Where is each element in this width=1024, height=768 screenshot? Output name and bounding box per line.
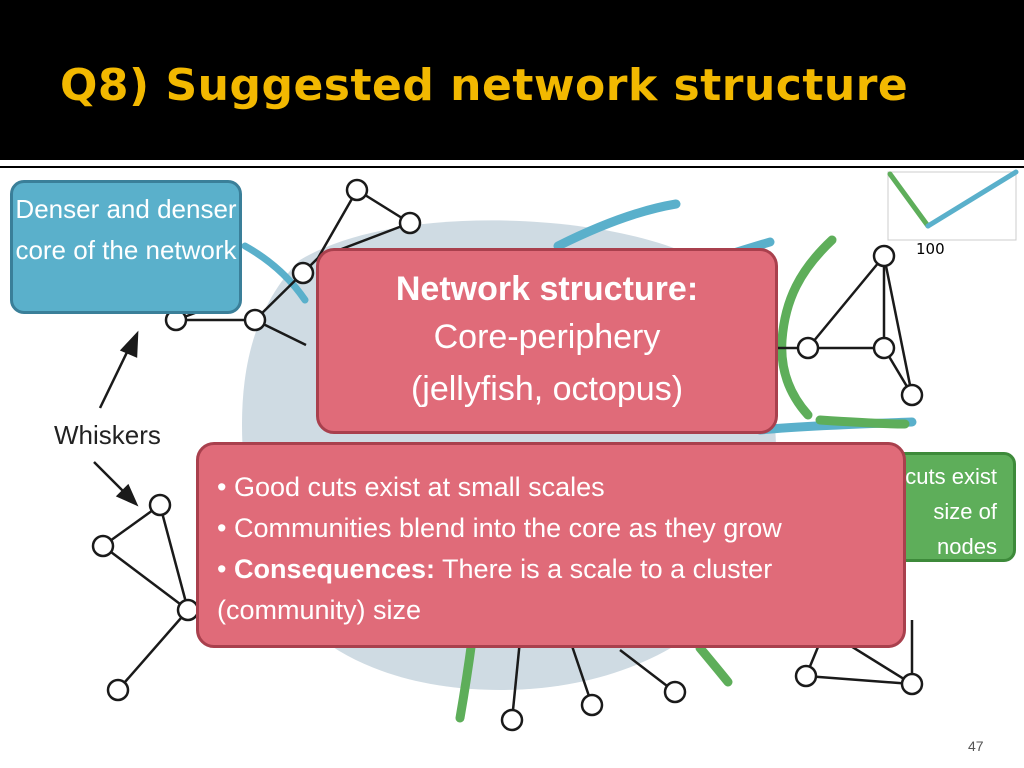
node — [91, 534, 115, 558]
finding-bullet-2: • Communities blend into the core as the… — [217, 513, 782, 543]
blue-stroke-1 — [553, 199, 681, 251]
node — [872, 244, 896, 268]
findings-box: • Good cuts exist at small scales • Comm… — [196, 442, 906, 648]
title-rule — [0, 160, 1024, 163]
node — [176, 598, 200, 622]
finding-bullet-3-bold: Consequences: — [233, 554, 436, 584]
node — [345, 178, 369, 202]
node — [243, 308, 267, 332]
dense-core-callout: Denser and denser core of the network — [10, 180, 242, 314]
small-cuts-text: cuts exist size of nodes — [905, 464, 997, 559]
node — [500, 708, 524, 732]
mini-chart-tick-label: 100 — [916, 240, 945, 258]
mini-chart-blue-line — [925, 169, 1019, 229]
finding-bullet-3-text: There is a scale to a cluster — [435, 554, 773, 584]
slide-title: Q8) Suggested network structure — [60, 60, 909, 111]
finding-bullet-3-continuation: (community) size — [217, 595, 422, 625]
node — [148, 493, 172, 517]
whiskers-label: Whiskers — [54, 420, 161, 450]
green-stroke-1 — [777, 235, 837, 420]
node — [872, 336, 896, 360]
node — [291, 261, 315, 285]
node — [796, 336, 820, 360]
finding-bullet-1: • Good cuts exist at small scales — [217, 472, 605, 502]
node — [398, 211, 422, 235]
title-bar — [0, 0, 1024, 160]
node — [663, 680, 687, 704]
network-structure-box: Network structure: Core-periphery (jelly… — [316, 248, 778, 434]
page-number: 47 — [968, 738, 984, 754]
title-rule-dark — [0, 166, 1024, 168]
finding-bullet-2-text: Communities blend into the core as they … — [233, 513, 782, 543]
green-stroke-4 — [695, 643, 733, 687]
network-structure-line2: (jellyfish, octopus) — [410, 370, 684, 408]
finding-bullet-1-text: Good cuts exist at small scales — [233, 472, 605, 502]
node — [106, 678, 130, 702]
node — [580, 693, 604, 717]
green-stroke-3 — [455, 635, 477, 723]
node — [900, 672, 924, 696]
green-stroke-2 — [815, 415, 910, 429]
node — [900, 383, 924, 407]
blue-stroke-3 — [241, 242, 309, 304]
finding-bullet-3: • Consequences: There is a scale to a cl… — [217, 554, 773, 584]
network-structure-line1: Core-periphery — [433, 318, 661, 356]
node — [794, 664, 818, 688]
mini-chart-green-line — [887, 171, 931, 229]
network-structure-heading: Network structure: — [395, 270, 699, 308]
